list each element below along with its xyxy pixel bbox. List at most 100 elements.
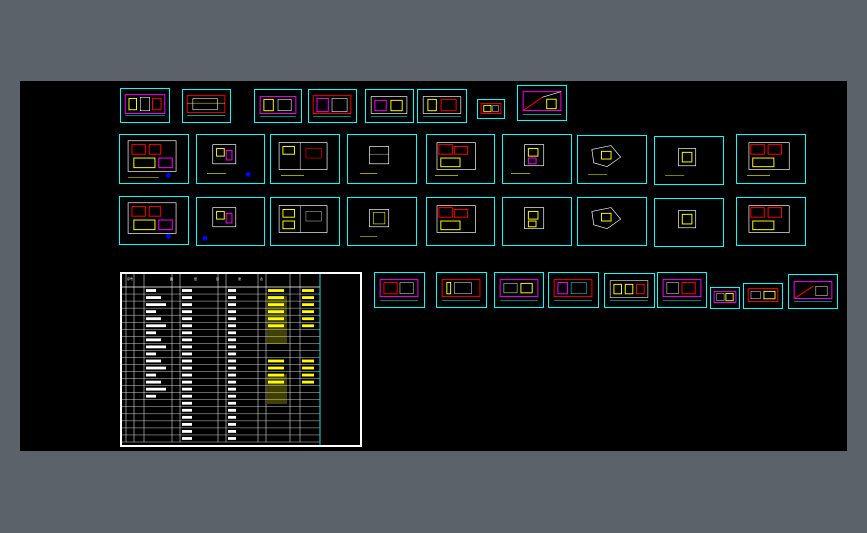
index-title-char-1: 图 — [170, 277, 174, 281]
index-yellow-entry — [302, 359, 314, 363]
drawing-sheet-plan-2-3[interactable] — [270, 197, 340, 246]
index-code-mark — [182, 437, 192, 440]
index-name-mark — [146, 310, 156, 314]
drawing-sheet-plan-2-6[interactable] — [502, 197, 572, 246]
cad-model-viewport[interactable]: 序号 图 纸 目 录 表 — [20, 81, 847, 451]
drawing-sheet-plan-1-8[interactable] — [654, 136, 724, 185]
index-header-label: 序号 — [127, 277, 134, 281]
drawing-sheet-plan-1-2[interactable] — [196, 134, 265, 184]
index-size-mark — [228, 422, 236, 426]
index-name-mark — [146, 366, 166, 370]
index-code-mark — [182, 359, 192, 363]
drawing-sheet-section-5[interactable] — [604, 273, 655, 308]
drawing-sheet-section-4[interactable] — [548, 272, 599, 308]
drawing-sheet-elevation-2[interactable] — [182, 89, 231, 123]
drawing-sheet-plan-1-3[interactable] — [270, 134, 340, 184]
index-yellow-entry — [268, 317, 284, 321]
index-code-mark — [182, 324, 192, 328]
index-name-mark — [146, 296, 161, 299]
drawing-sheet-plan-1-4[interactable] — [347, 134, 417, 184]
drawing-sheet-plan-2-9[interactable] — [736, 197, 806, 246]
drawing-sheet-section-3[interactable] — [494, 272, 544, 308]
index-yellow-entry — [268, 303, 284, 307]
drawing-sheet-section-8[interactable] — [743, 283, 783, 309]
drawing-sheet-plan-2-7[interactable] — [577, 197, 647, 246]
index-code-mark — [182, 430, 192, 433]
index-size-mark — [228, 359, 236, 363]
drawing-sheet-elevation-8[interactable] — [517, 85, 567, 121]
drawing-sheet-section-1[interactable] — [374, 272, 425, 308]
index-size-mark — [228, 310, 236, 314]
drawing-sheet-plan-2-2[interactable] — [196, 197, 265, 246]
index-code-mark — [182, 394, 192, 398]
index-name-mark — [146, 345, 166, 349]
index-yellow-entry — [302, 380, 314, 384]
index-yellow-entry — [268, 359, 284, 363]
index-yellow-entry — [268, 296, 284, 299]
index-code-mark — [182, 380, 192, 384]
index-yellow-entry — [302, 324, 314, 328]
index-size-mark — [228, 296, 236, 299]
index-name-mark — [146, 303, 166, 307]
drawing-sheet-plan-2-1[interactable] — [119, 196, 189, 245]
index-yellow-entry — [268, 289, 284, 292]
index-name-mark — [146, 352, 156, 356]
drawing-sheet-plan-1-9[interactable] — [736, 134, 806, 184]
index-code-mark — [182, 373, 192, 377]
index-code-mark — [182, 303, 192, 307]
index-yellow-entry — [302, 289, 314, 292]
index-code-mark — [182, 338, 192, 342]
index-code-mark — [182, 408, 192, 412]
index-size-mark — [228, 430, 236, 433]
index-size-mark — [228, 373, 236, 377]
index-title-char-2: 纸 — [194, 277, 198, 281]
drawing-sheet-section-9[interactable] — [788, 274, 838, 309]
drawing-sheet-plan-2-5[interactable] — [426, 197, 495, 246]
index-code-mark — [182, 415, 192, 419]
index-size-mark — [228, 331, 236, 335]
index-code-mark — [182, 366, 192, 370]
index-size-mark — [228, 394, 236, 398]
drawing-sheet-plan-2-8[interactable] — [654, 198, 724, 247]
drawing-sheet-plan-2-4[interactable] — [347, 197, 417, 246]
index-size-mark — [228, 317, 236, 321]
drawing-sheet-section-2[interactable] — [436, 272, 487, 308]
index-name-mark — [146, 338, 161, 342]
drawing-sheet-plan-1-5[interactable] — [426, 134, 495, 184]
index-yellow-entry — [302, 373, 314, 377]
drawing-sheet-elevation-5[interactable] — [365, 89, 414, 123]
index-name-mark — [146, 373, 156, 377]
index-yellow-entry — [268, 324, 284, 328]
drawing-sheet-elevation-6[interactable] — [417, 89, 467, 123]
index-size-mark — [228, 338, 236, 342]
index-code-mark — [182, 289, 192, 292]
index-highlight-block — [267, 374, 287, 404]
index-code-mark — [182, 422, 192, 426]
drawing-sheet-section-6[interactable] — [657, 272, 707, 308]
index-yellow-entry — [268, 366, 284, 370]
index-name-mark — [146, 289, 156, 292]
drawing-sheet-elevation-4[interactable] — [308, 89, 357, 123]
index-yellow-entry — [268, 380, 284, 384]
index-size-mark — [228, 408, 236, 412]
drawing-sheet-plan-1-6[interactable] — [502, 134, 572, 184]
index-code-mark — [182, 310, 192, 314]
drawing-sheet-elevation-1[interactable] — [120, 88, 170, 123]
index-yellow-entry — [302, 366, 314, 370]
index-code-mark — [182, 331, 192, 335]
drawing-index-table[interactable]: 序号 图 纸 目 录 表 — [120, 272, 362, 447]
drawing-sheet-plan-1-1[interactable] — [119, 134, 189, 184]
index-yellow-entry — [268, 310, 284, 314]
index-yellow-entry — [302, 317, 314, 321]
index-code-mark — [182, 296, 192, 299]
index-size-mark — [228, 366, 236, 370]
drawing-sheet-plan-1-7[interactable] — [577, 135, 647, 184]
index-title-char-3: 目 — [216, 277, 220, 281]
drawing-sheet-section-7[interactable] — [710, 287, 740, 309]
index-size-mark — [228, 380, 236, 384]
index-yellow-entry — [268, 373, 284, 377]
index-size-mark — [228, 345, 236, 349]
index-name-mark — [146, 394, 156, 398]
drawing-sheet-elevation-7[interactable] — [477, 99, 505, 119]
drawing-sheet-elevation-3[interactable] — [254, 89, 302, 123]
